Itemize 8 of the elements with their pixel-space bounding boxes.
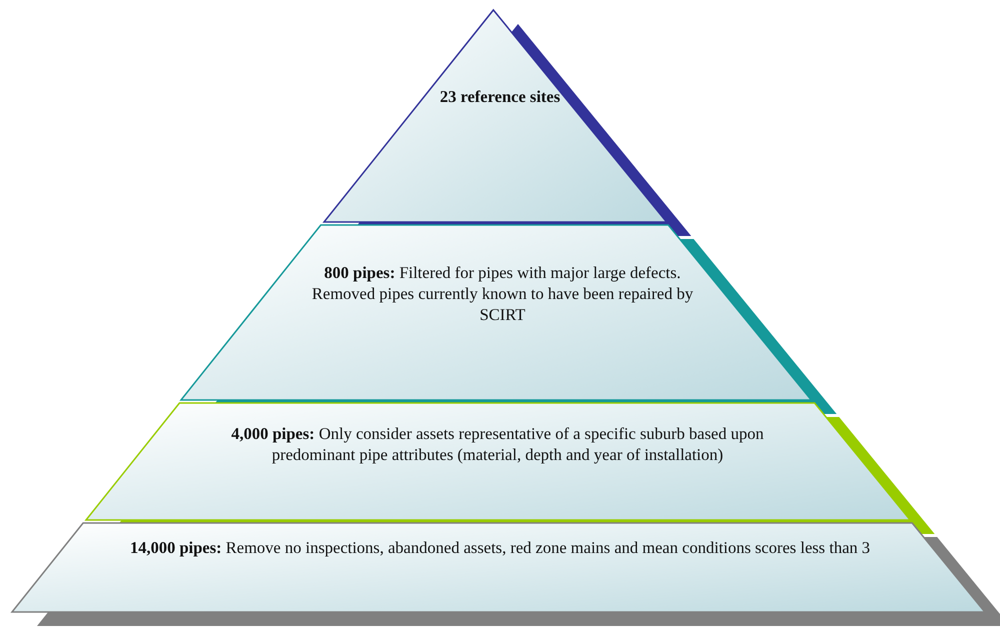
- pyramid-tier: [181, 225, 812, 400]
- tier-text: 4,000 pipes: Only consider assets representative of a specific suburb based upon predominant pipe attributes (material, depth and year of installation): [230, 423, 765, 466]
- tier-text: 14,000 pipes: Remove no inspections, abandoned assets, red zone mains and mean conditions scores less than 3: [128, 537, 872, 558]
- pyramid-tier: [12, 523, 985, 612]
- tier-text: 23 reference sites: [438, 86, 562, 108]
- pyramid-tier: [324, 10, 666, 222]
- tier-text: 800 pipes: Filtered for pipes with major large defects. Removed pipes currently known to have been repaired by SCIRT: [310, 262, 694, 326]
- pyramid-tier: [86, 403, 910, 520]
